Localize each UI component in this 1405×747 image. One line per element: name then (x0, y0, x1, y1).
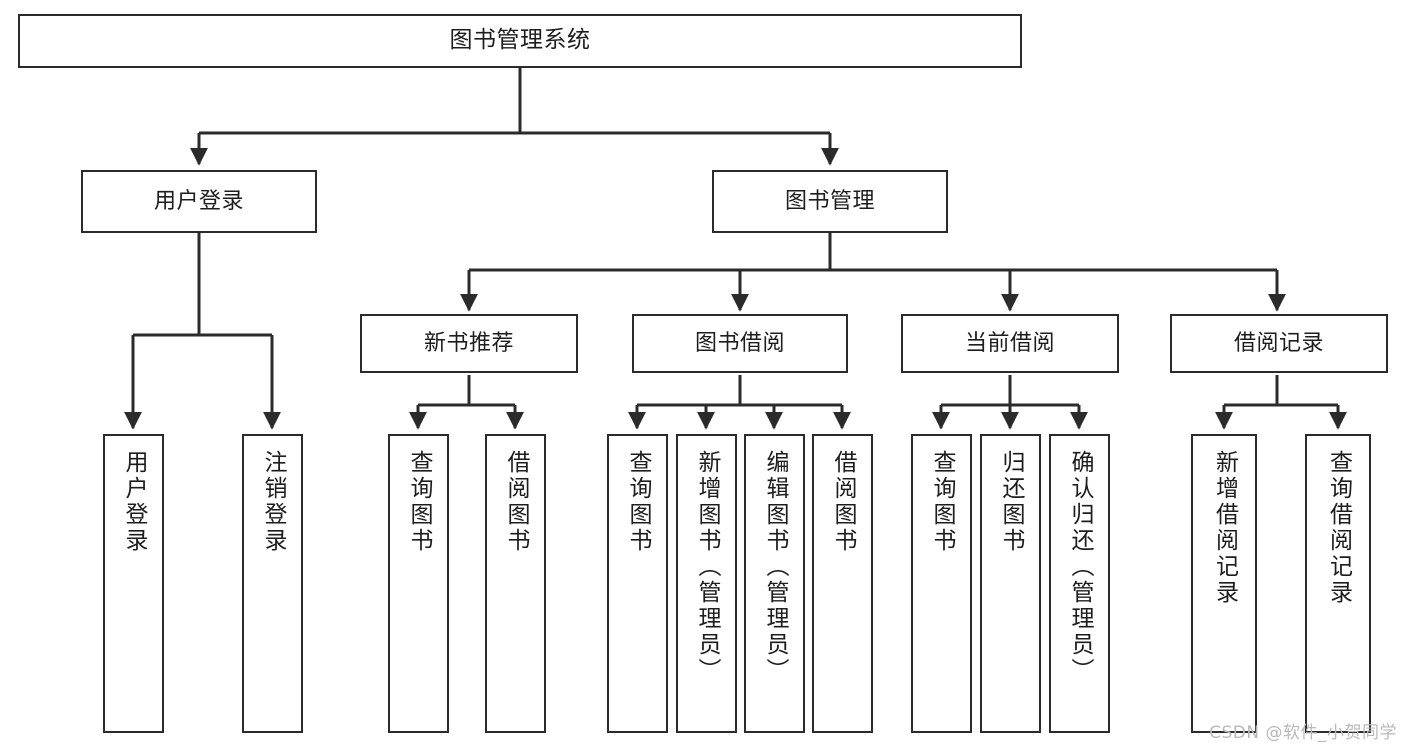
node-leaf-query-book-3-label: 查询图书 (929, 450, 955, 554)
node-leaf-confirm-return-admin[interactable]: 确认归还（管理员） (1049, 434, 1110, 733)
node-new-book-recommend-label: 新书推荐 (423, 330, 514, 356)
node-leaf-query-book-3[interactable]: 查询图书 (911, 434, 972, 733)
node-book-manage[interactable]: 图书管理 (712, 170, 948, 233)
node-leaf-borrow-book-1[interactable]: 借阅图书 (485, 434, 546, 733)
node-leaf-return-book[interactable]: 归还图书 (980, 434, 1041, 733)
node-leaf-edit-book-admin-label: 编辑图书（管理员） (762, 450, 788, 684)
node-leaf-add-borrow-record-label: 新增借阅记录 (1211, 450, 1238, 606)
csdn-watermark: CSDN @软件_小贺同学 (1209, 723, 1397, 743)
node-book-borrow[interactable]: 图书借阅 (632, 314, 848, 373)
node-leaf-return-book-label: 归还图书 (998, 450, 1024, 554)
node-leaf-query-book-2[interactable]: 查询图书 (607, 434, 668, 733)
node-root-system[interactable]: 图书管理系统 (18, 14, 1022, 68)
node-book-borrow-label: 图书借阅 (694, 330, 785, 356)
node-leaf-add-borrow-record[interactable]: 新增借阅记录 (1191, 434, 1257, 733)
node-leaf-query-borrow-record[interactable]: 查询借阅记录 (1305, 434, 1371, 733)
node-borrow-record-label: 借阅记录 (1233, 330, 1324, 356)
node-leaf-add-book-admin-label: 新增图书（管理员） (694, 450, 720, 684)
node-leaf-borrow-book-2-label: 借阅图书 (830, 450, 856, 554)
node-leaf-user-login-label: 用户登录 (121, 450, 147, 554)
node-leaf-borrow-book-1-label: 借阅图书 (503, 450, 529, 554)
node-book-manage-label: 图书管理 (784, 188, 875, 214)
node-leaf-query-borrow-record-label: 查询借阅记录 (1325, 450, 1352, 606)
node-current-borrow-label: 当前借阅 (964, 330, 1055, 356)
node-user-login[interactable]: 用户登录 (81, 170, 317, 233)
node-leaf-confirm-return-admin-label: 确认归还（管理员） (1067, 450, 1093, 684)
node-leaf-logout-login-label: 注销登录 (260, 450, 286, 554)
node-leaf-logout-login[interactable]: 注销登录 (242, 434, 303, 733)
node-leaf-user-login[interactable]: 用户登录 (103, 434, 164, 733)
node-leaf-edit-book-admin[interactable]: 编辑图书（管理员） (744, 434, 805, 733)
node-leaf-query-book-1-label: 查询图书 (406, 450, 432, 554)
node-leaf-query-book-2-label: 查询图书 (625, 450, 651, 554)
node-leaf-query-book-1[interactable]: 查询图书 (388, 434, 449, 733)
node-current-borrow[interactable]: 当前借阅 (901, 314, 1119, 373)
node-leaf-borrow-book-2[interactable]: 借阅图书 (812, 434, 873, 733)
node-user-login-label: 用户登录 (153, 188, 244, 214)
node-new-book-recommend[interactable]: 新书推荐 (360, 314, 578, 373)
node-leaf-add-book-admin[interactable]: 新增图书（管理员） (676, 434, 737, 733)
node-root-system-label: 图书管理系统 (449, 27, 591, 54)
node-borrow-record[interactable]: 借阅记录 (1170, 314, 1388, 373)
